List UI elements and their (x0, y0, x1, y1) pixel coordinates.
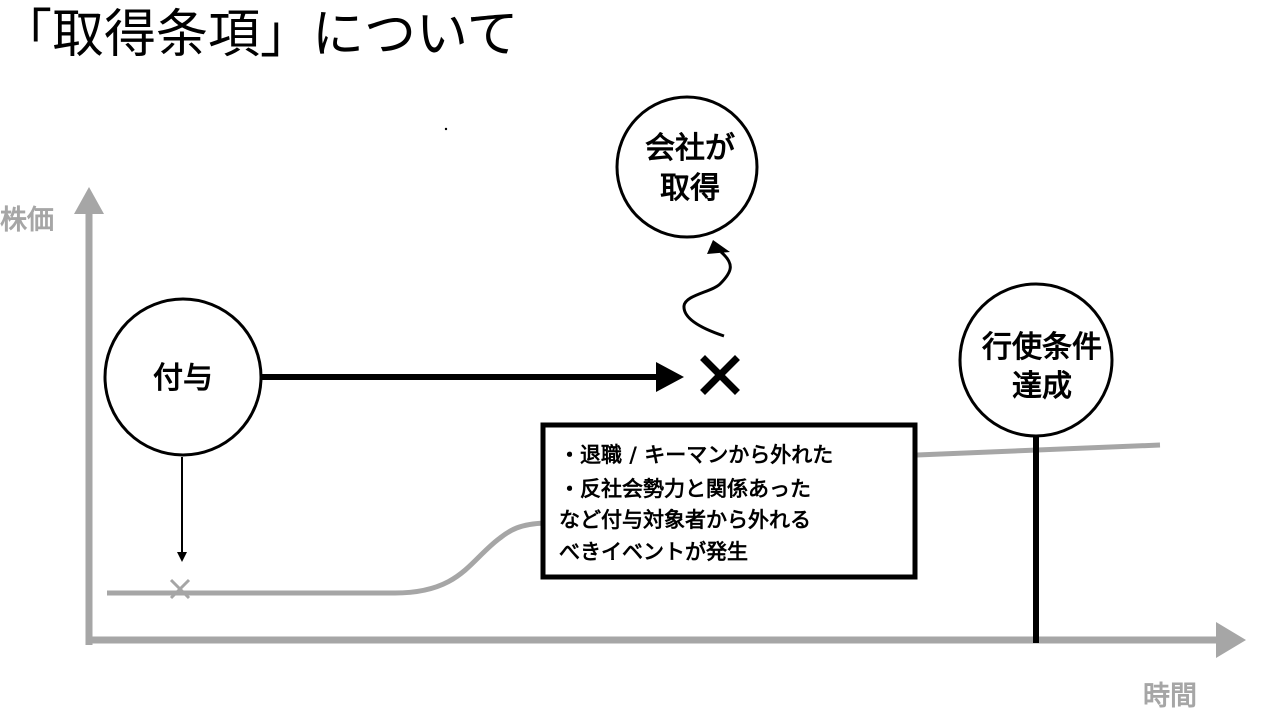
exercise-label-line1: 行使条件 (981, 330, 1102, 365)
note-box: ・退職 / キーマンから外れた ・反社会勢力と関係あった など付与対象者から外れ… (540, 422, 918, 580)
axes: 株価 時間 (0, 187, 1246, 712)
note-line-3: など付与対象者から外れる (559, 508, 811, 532)
note-box-frame (540, 422, 918, 580)
company-acquire-circle (615, 95, 759, 239)
grant-event: 付与 (103, 297, 263, 457)
grant-to-cancel-arrowhead (656, 362, 684, 392)
exercise-event: 行使条件 達成 (958, 282, 1114, 438)
x-axis-label: 時間 (1143, 681, 1197, 712)
y-axis-arrowhead (74, 187, 104, 214)
note-line-1: ・退職 / キーマンから外れた (559, 443, 833, 467)
note-line-4: べきイベントが発生 (559, 540, 748, 564)
stray-dot (444, 127, 448, 131)
wavy-arrowhead (707, 240, 730, 254)
price-line (107, 520, 546, 596)
company-acquire-event: 会社が 取得 (615, 95, 759, 239)
company-acquire-label-line1: 会社が (645, 131, 735, 166)
y-axis-label: 株価 (0, 205, 54, 236)
exercise-circle (958, 282, 1114, 438)
note-line-2: ・反社会勢力と関係あった (559, 477, 811, 501)
grant-point-x-icon (169, 578, 191, 600)
company-acquire-label-line2: 取得 (660, 171, 720, 206)
page-title: 「取得条項」について (0, 5, 518, 65)
grant-label: 付与 (153, 361, 213, 396)
x-axis-arrowhead (1216, 622, 1246, 658)
wavy-arrow (682, 250, 732, 338)
x-mark-icon (700, 355, 740, 395)
exercise-label-line2: 達成 (1012, 369, 1072, 404)
grant-circle (103, 297, 263, 457)
